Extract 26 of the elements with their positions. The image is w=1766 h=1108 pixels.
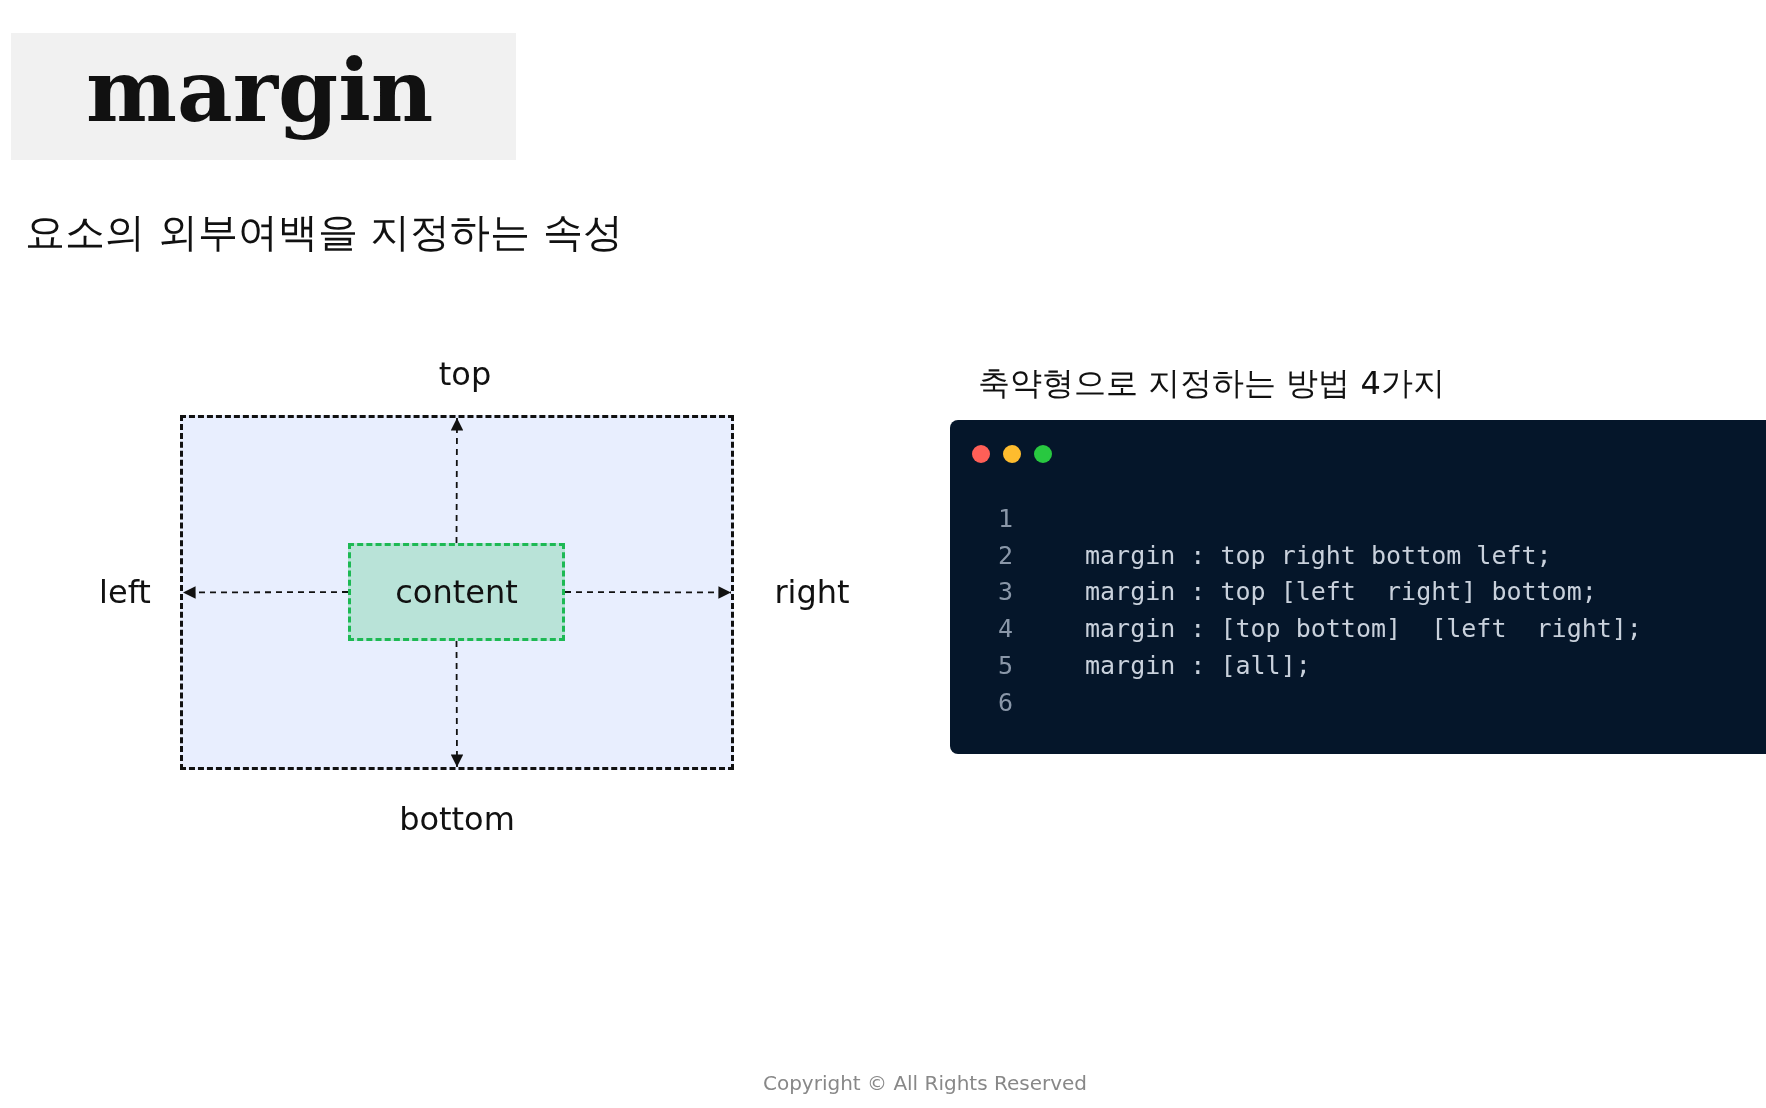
- margin-side-label: bottom: [399, 800, 515, 838]
- line-number: 1: [998, 504, 1014, 534]
- content-box: [348, 543, 565, 641]
- code-line: margin : [top bottom] [left right];: [1085, 614, 1642, 645]
- dashed-arrow: [450, 640, 464, 768]
- code-window: [950, 420, 1766, 754]
- line-number: 3: [998, 577, 1014, 608]
- margin-side-label: top: [438, 355, 492, 393]
- code-line: margin : [all];: [1085, 650, 1311, 681]
- code-line: margin : top [left right] bottom;: [1085, 577, 1597, 608]
- line-number: 5: [998, 650, 1014, 681]
- line-number: 4: [998, 614, 1014, 645]
- dashed-arrow: [564, 586, 732, 599]
- title-text: margin: [86, 41, 434, 141]
- code-line: margin : top right bottom left;: [1085, 540, 1552, 571]
- line-number: 6: [998, 687, 1014, 718]
- margin-side-label: left: [99, 573, 151, 611]
- code-heading: 축약형으로 지정하는 방법 4가지: [978, 363, 1445, 404]
- node-text: content: [395, 573, 518, 611]
- subtitle: 요소의 외부여백을 지정하는 속성: [25, 208, 624, 257]
- copyright-note: Copyright © All Rights Reserved: [762, 1071, 1088, 1095]
- margin-side-label: right: [774, 573, 850, 611]
- margin-area-box: [180, 415, 734, 770]
- dashed-arrow: [182, 586, 349, 599]
- line-number: 2: [998, 540, 1014, 571]
- dashed-arrow: [450, 417, 464, 544]
